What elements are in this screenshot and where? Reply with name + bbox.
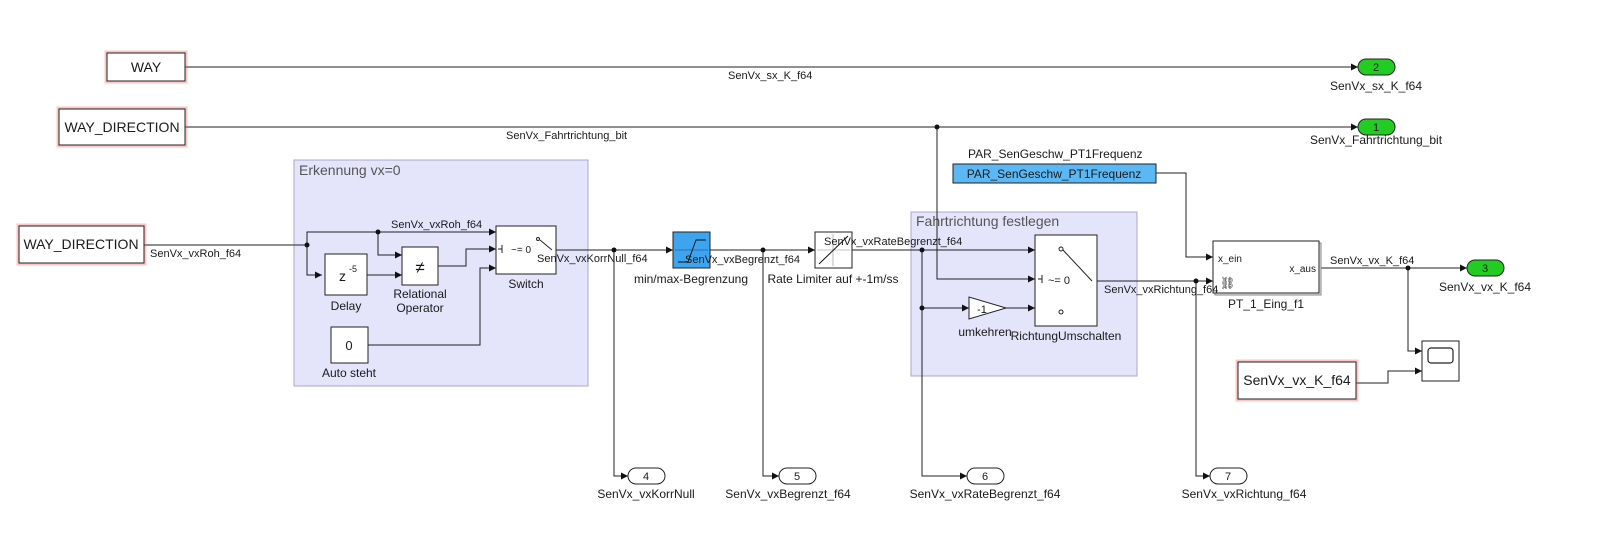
signal-label-fahrtrichtung: SenVx_Fahrtrichtung_bit — [506, 130, 627, 142]
constant-block[interactable]: 0 Auto steht — [322, 326, 377, 380]
pt1-subsystem-block[interactable]: x_ein x_aus ⛓ PT_1_Eing_f1 — [1212, 240, 1322, 311]
outport-4[interactable]: 4 SenVx_vxKorrNull — [597, 467, 695, 501]
signal-label-sx: SenVx_sx_K_f64 — [728, 70, 812, 82]
relop-symbol: ≠ — [415, 258, 424, 277]
param-value: PAR_SenGeschw_PT1Frequenz — [967, 167, 1142, 181]
outport-1[interactable]: 1 SenVx_Fahrtrichtung_bit — [1310, 118, 1443, 147]
relop-label-2: Operator — [396, 301, 443, 315]
gain-value: -1 — [977, 304, 987, 316]
scope-block[interactable] — [1421, 340, 1460, 382]
relational-operator-block[interactable]: ≠ Relational Operator — [393, 246, 447, 315]
outport-7-label: SenVx_vxRichtung_f64 — [1182, 487, 1307, 501]
constant-value: 0 — [345, 338, 352, 353]
outport-3-label: SenVx_vx_K_f64 — [1439, 280, 1531, 294]
signal-label-begrenzt: SenVx_vxBegrenzt_f64 — [685, 254, 800, 266]
pt1-out-port: x_aus — [1289, 264, 1316, 275]
svg-text:4: 4 — [643, 471, 649, 483]
pt1-in-port: x_ein — [1218, 254, 1242, 265]
svg-text:1: 1 — [1373, 122, 1379, 134]
param-title: PAR_SenGeschw_PT1Frequenz — [968, 147, 1143, 161]
richtung-content: ~= 0 — [1048, 275, 1070, 287]
goto-senvx-vx-k-label: SenVx_vx_K_f64 — [1243, 372, 1351, 388]
switch-label: Switch — [508, 277, 543, 291]
rate-limiter-label: Rate Limiter auf +-1m/ss — [767, 272, 898, 286]
outport-2-label: SenVx_sx_K_f64 — [1330, 79, 1422, 93]
signal-label-ratebegrenzt: SenVx_vxRateBegrenzt_f64 — [824, 236, 962, 248]
signal-label-vxroh-in: SenVx_vxRoh_f64 — [150, 248, 241, 260]
svg-text:5: 5 — [794, 471, 800, 483]
svg-text:7: 7 — [1225, 471, 1231, 483]
signal-label-vxroh-top: SenVx_vxRoh_f64 — [391, 219, 482, 231]
outport-3[interactable]: 3 SenVx_vx_K_f64 — [1439, 259, 1531, 294]
delay-exponent: -5 — [349, 264, 357, 274]
delay-label: Delay — [331, 299, 362, 313]
switch-block[interactable]: ~= 0 Switch — [495, 225, 557, 291]
area-fahrtrichtung[interactable]: Fahrtrichtung festlegen — [910, 211, 1138, 377]
signal-labels: SenVx_sx_K_f64 SenVx_Fahrtrichtung_bit S… — [150, 70, 1414, 296]
branch-points — [304, 124, 1411, 311]
link-icon: ⛓ — [1220, 276, 1235, 290]
svg-text:3: 3 — [1482, 263, 1488, 275]
delay-content: z — [339, 268, 346, 284]
richtung-switch-block[interactable]: ~= 0 RichtungUmschalten — [1011, 234, 1122, 343]
goto-way[interactable]: WAY — [104, 50, 188, 84]
relop-label-1: Relational — [393, 287, 446, 301]
scope-icon — [1427, 347, 1454, 364]
outport-7[interactable]: 7 SenVx_vxRichtung_f64 — [1182, 467, 1307, 501]
gain-label: umkehren — [958, 325, 1011, 339]
goto-way-direction-left[interactable]: WAY_DIRECTION — [16, 223, 147, 266]
wires — [144, 63, 1467, 480]
pt1-label: PT_1_Eing_f1 — [1228, 297, 1304, 311]
signal-label-korrnull: SenVx_vxKorrNull_f64 — [537, 253, 648, 265]
outport-6[interactable]: 6 SenVx_vxRateBegrenzt_f64 — [910, 467, 1061, 501]
goto-way-label: WAY — [131, 59, 162, 75]
param-block[interactable]: PAR_SenGeschw_PT1Frequenz PAR_SenGeschw_… — [952, 147, 1157, 184]
switch-content: ~= 0 — [511, 245, 531, 256]
signal-label-richtung: SenVx_vxRichtung_f64 — [1104, 284, 1218, 296]
outport-1-label: SenVx_Fahrtrichtung_bit — [1310, 133, 1443, 147]
goto-way-direction-top[interactable]: WAY_DIRECTION — [56, 106, 188, 148]
saturation-block[interactable]: min/max-Begrenzung — [634, 231, 748, 286]
goto-way-direction-left-label: WAY_DIRECTION — [23, 236, 138, 252]
goto-way-direction-top-label: WAY_DIRECTION — [64, 119, 179, 135]
delay-block[interactable]: z -5 Delay — [324, 253, 368, 313]
rate-limiter-block[interactable]: Rate Limiter auf +-1m/ss — [767, 231, 899, 286]
richtung-label: RichtungUmschalten — [1011, 329, 1122, 343]
svg-text:6: 6 — [982, 471, 988, 483]
outport-5-label: SenVx_vxBegrenzt_f64 — [725, 487, 851, 501]
constant-label: Auto steht — [322, 366, 377, 380]
outport-6-label: SenVx_vxRateBegrenzt_f64 — [910, 487, 1061, 501]
outport-4-label: SenVx_vxKorrNull — [597, 487, 694, 501]
outport-2[interactable]: 2 SenVx_sx_K_f64 — [1330, 58, 1422, 93]
gain-block[interactable]: -1 umkehren — [958, 296, 1012, 339]
signal-label-vxk: SenVx_vx_K_f64 — [1330, 255, 1414, 267]
area-fahrtrichtung-title: Fahrtrichtung festlegen — [916, 213, 1059, 229]
svg-text:2: 2 — [1373, 62, 1379, 74]
area-erkennung-title: Erkennung vx=0 — [299, 162, 401, 178]
outport-5[interactable]: 5 SenVx_vxBegrenzt_f64 — [725, 467, 851, 501]
goto-senvx-vx-k[interactable]: SenVx_vx_K_f64 — [1235, 359, 1359, 402]
saturation-label: min/max-Begrenzung — [634, 272, 748, 286]
